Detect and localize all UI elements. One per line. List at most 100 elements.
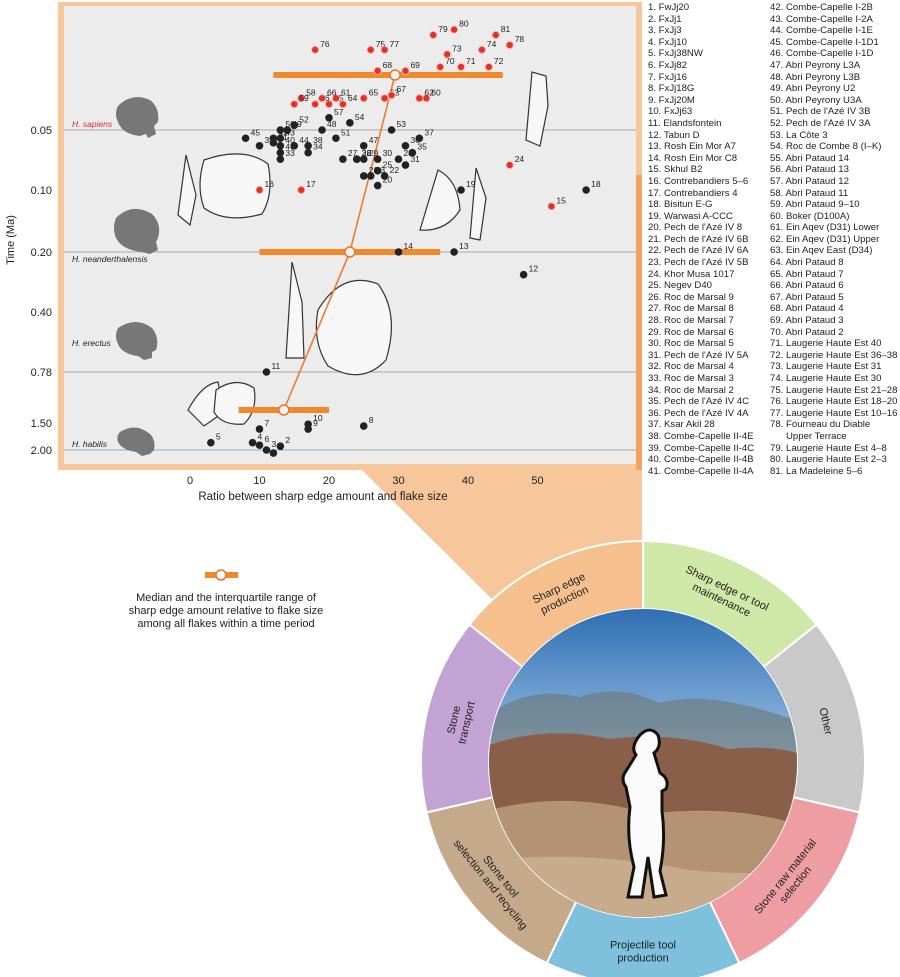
site-list-item: 37. Ksar Akil 28 [648,419,715,431]
data-point-label: 31 [410,154,420,164]
site-list-item: 3. FxJj3 [648,25,682,37]
data-point [519,270,528,279]
legend-text-line-2: sharp edge amount relative to flake size [129,605,323,617]
x-tick-label: 10 [253,475,265,487]
data-point-label: 19 [466,179,476,189]
data-point-label: 18 [591,179,601,189]
site-list-item: 34. Roc de Marsal 2 [648,384,734,396]
data-point-label: 17 [306,179,316,189]
data-point [311,100,320,109]
data-point [408,148,417,157]
laminar-blade-tool-icon [525,71,549,147]
species-label-habilis: H. habilis [72,439,108,449]
data-point-label: 33 [285,148,295,158]
site-list-item: 18. Bisitun E-G [648,199,713,211]
data-point [297,185,306,195]
data-point [276,442,285,450]
y-tick-label: 0.20 [31,247,52,259]
data-point [366,45,375,54]
site-list-item: 44. Combe-Capelle I-1E [770,25,873,37]
data-point [276,141,285,150]
data-point-label: 38 [313,135,323,145]
data-point-label: 26 [362,148,372,158]
data-point-label: 14 [404,241,414,251]
sapiens-skull-icon [116,97,159,138]
data-point-label: 77 [390,39,400,49]
data-point [311,45,320,54]
large-flake-tool-icon [315,279,393,376]
plot-right-accent [636,175,642,470]
data-point-label: 65 [369,87,379,97]
data-point-label: 59 [299,93,309,103]
median-marker [278,404,290,416]
data-point [359,94,368,103]
data-point [338,100,347,109]
data-point [380,94,389,103]
data-point [456,62,466,72]
data-point [505,40,514,50]
x-tick-label: 50 [531,475,543,487]
site-list-item: 54. Roc de Combe 8 (I–K) [770,141,882,153]
data-point-label: 78 [515,34,525,44]
site-list-item: 70. Abri Pataud 2 [770,326,844,338]
data-point-label: 75 [376,39,386,49]
data-point [394,248,403,256]
data-point-label: 53 [397,119,407,129]
data-point [290,121,299,130]
site-list-item: 38. Combe-Capelle II-4E [648,430,754,442]
site-list-item: 25. Negev D40 [648,280,712,292]
data-point [255,185,264,195]
data-point [401,161,410,169]
data-point [359,155,368,163]
site-list-item: 35. Pech de l'Azé IV 4C [648,396,750,408]
data-point [262,368,271,376]
site-list-item: 46. Combe-Capelle I-1D [770,48,874,60]
data-point-label: 34 [313,142,323,152]
data-point-label: 48 [327,119,337,129]
site-list-item: 60. Boker (D100A) [770,210,850,222]
data-point [359,141,368,150]
data-point-label: 12 [529,264,539,274]
data-point-label: 60 [431,87,441,97]
site-list-item: 29. Roc de Marsal 6 [648,326,734,338]
data-point [401,141,410,150]
neanderthal-skull-icon [114,208,160,254]
site-list-item: 51. Pech de l'Azé IV 3B [770,106,871,118]
site-list-item: 52. Pech de l'Azé IV 3A [770,117,871,129]
site-list-item: 6. FxJj82 [648,59,687,71]
site-list-item: 69. Abri Pataud 3 [770,315,844,327]
site-list-item: 73. Laugerie Haute Est 31 [770,361,882,373]
wheel-segment-label: Projectile tool [610,940,676,952]
site-list-item: 62. Ein Aqev (D31) Upper [770,233,880,245]
data-point [366,172,375,180]
data-point-label: 5 [216,432,221,442]
data-point [269,449,278,457]
iqr-bar [273,72,503,78]
data-point-label: 76 [320,39,330,49]
data-point [318,126,326,134]
site-list-item: 55. Abri Pataud 14 [770,152,849,164]
data-point [401,66,410,76]
data-point [331,94,341,103]
legend-median-marker [215,569,227,581]
data-point [276,134,285,143]
x-tick-label: 30 [392,475,404,487]
site-list-item: 45. Combe-Capelle I-1D1 [770,36,879,48]
data-point [276,126,285,134]
stone-tool-drawings [177,71,549,427]
site-list-item: 40. Combe-Capelle II-4B [648,454,754,466]
site-list-item: 30. Roc de Marsal 5 [648,338,734,350]
site-list-item: 36. Pech de l'Azé IV 4A [648,407,749,419]
y-tick-label: 0.05 [31,125,52,137]
data-point [304,141,312,150]
site-list-item: 27. Roc de Marsal 8 [648,303,734,315]
site-list-item: 21. Pech de l'Azé IV 6B [648,233,749,245]
data-point [283,126,292,134]
data-point-label: 74 [487,39,497,49]
data-point-label: 63 [390,87,400,97]
site-list-item: 22. Pech de l'Azé IV 6A [648,245,749,257]
